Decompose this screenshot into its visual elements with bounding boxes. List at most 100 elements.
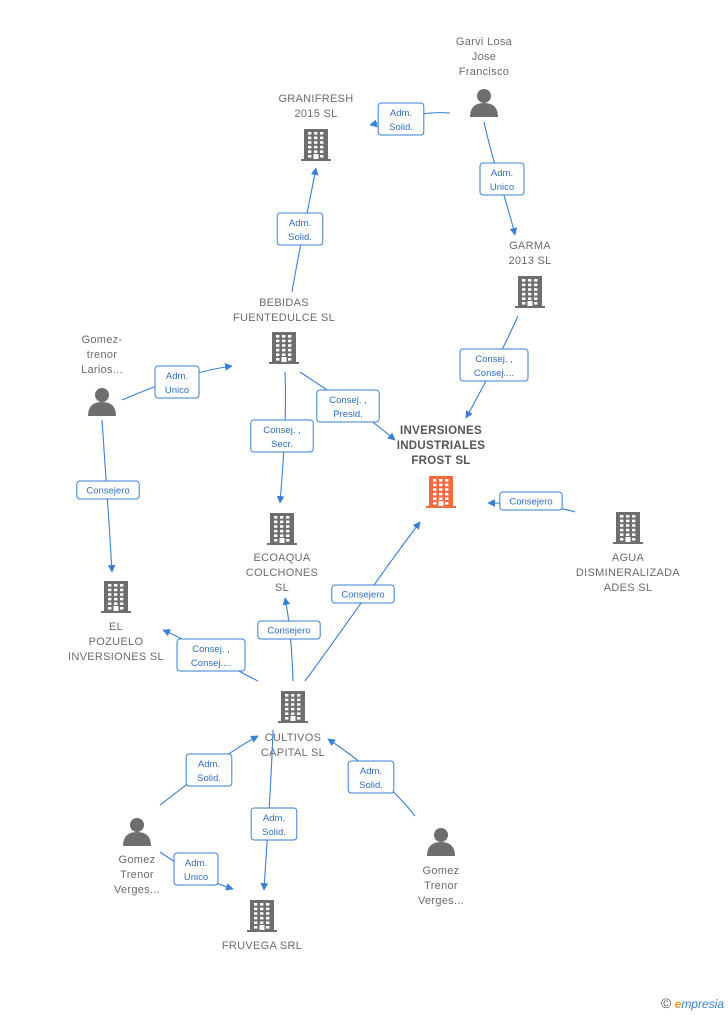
node-label-line: GRANIFRESH (278, 93, 353, 105)
edge-role-text: Solid. (197, 773, 221, 784)
node-label-line: CAPITAL SL (261, 747, 325, 759)
edge-role-label[interactable]: Adm. Solid. (377, 102, 425, 136)
edge-role-text: Presid. (333, 409, 363, 420)
node-label-line: Gomez (119, 854, 156, 866)
building-icon (426, 476, 456, 508)
company-node-ecoaqua[interactable]: ECOAQUA COLCHONES SL (246, 513, 318, 594)
node-label-line: EL (109, 621, 123, 633)
company-node-pozuelo[interactable]: EL POZUELO INVERSIONES SL (68, 581, 164, 663)
node-label-line: FRUVEGA SRL (222, 940, 302, 952)
edge-role-label[interactable]: Adm.Solid. (250, 807, 298, 841)
person-node-gomez_larios[interactable]: Gomez-trenorLarios... (81, 334, 123, 416)
edge-role-text: Unico (490, 182, 514, 193)
edge-role-label[interactable]: Consejero (76, 480, 140, 500)
edge-role-text: Consejero (509, 497, 552, 508)
edge-role-label[interactable]: Adm. Unico (154, 365, 200, 399)
building-icon (613, 512, 643, 544)
building-icon (515, 276, 545, 308)
node-label-line: Jose (472, 51, 496, 63)
node-label-line: Francisco (459, 66, 509, 78)
node-label-line: ADES SL (604, 582, 653, 594)
node-label-line: FROST SL (411, 455, 470, 467)
node-label-line: 2015 SL (294, 108, 337, 120)
company-node-granifresh[interactable]: GRANIFRESH 2015 SL (278, 93, 353, 161)
node-label-line: Gomez- (82, 334, 123, 346)
edge-role-text: Consejero (341, 590, 384, 601)
edge-role-label[interactable]: Consej. , Consej.... (459, 348, 529, 382)
edge-role-text: Consej.... (474, 368, 514, 379)
building-icon (247, 900, 277, 932)
edge-role-text: Adm. (390, 108, 412, 119)
edge-role-text: Solid. (288, 232, 312, 243)
building-icon (267, 513, 297, 545)
edge-role-text: Adm. (360, 766, 382, 777)
edge-role-text: Secr. (271, 439, 293, 450)
edge-role-text: Solid. (359, 780, 383, 791)
person-icon (427, 828, 455, 856)
building-icon (101, 581, 131, 613)
node-label-line: INDUSTRIALES (397, 440, 486, 452)
node-label-line: Larios... (81, 364, 123, 376)
edge-role-text: Unico (184, 872, 208, 883)
node-label-line: Gomez (423, 865, 460, 877)
edge-role-label[interactable]: Adm. Solid. (347, 760, 395, 794)
node-label-line: SL (275, 582, 289, 594)
node-label-line: Verges... (418, 895, 464, 907)
node-label-line: 2013 SL (508, 255, 551, 267)
edge-role-text: Consej. , (475, 354, 513, 365)
edge-role-text: Solid. (389, 122, 413, 133)
edge-role-label[interactable]: Consejero (331, 584, 395, 604)
node-label-line: POZUELO (89, 636, 144, 648)
edge-role-text: Adm. (185, 858, 207, 869)
node-label-line: FUENTEDULCE SL (233, 312, 335, 324)
node-label-line: INVERSIONES (400, 425, 482, 437)
node-label-line: trenor (87, 349, 118, 361)
node-label-line: Trenor (120, 869, 154, 881)
edge-role-text: Consej.... (191, 658, 231, 669)
node-label-line: GARMA (509, 240, 551, 252)
node-label-line: CULTIVOS (265, 732, 322, 744)
node-label-line: Verges... (114, 884, 160, 896)
edge-role-label[interactable]: Adm. Solid. (276, 212, 324, 246)
company-node-fruvega[interactable]: FRUVEGA SRL (222, 900, 302, 952)
edge-role-label[interactable]: Consej. , Secr. (250, 419, 314, 453)
edge-role-text: Solid. (262, 827, 286, 838)
edge-role-text: Consejero (267, 626, 310, 637)
edge-role-text: Adm. (198, 759, 220, 770)
edge-role-text: Adm. (166, 371, 188, 382)
node-label-line: INVERSIONES SL (68, 651, 164, 663)
edge-role-label[interactable]: Adm. Solid. (185, 753, 233, 787)
edge-role-text: Consej. , (329, 395, 367, 406)
node-label-line: AGUA (612, 552, 645, 564)
edge-role-text: Unico (165, 385, 189, 396)
building-icon (278, 691, 308, 723)
edge-role-label[interactable]: Consej. ,Consej.... (176, 638, 246, 672)
company-node-garma[interactable]: GARMA 2013 SL (508, 240, 551, 308)
person-node-gomez_verges2[interactable]: GomezTrenorVerges... (418, 828, 464, 907)
company-node-bebidas[interactable]: BEBIDAS FUENTEDULCE SL (233, 297, 335, 364)
node-label-line: Trenor (424, 880, 458, 892)
edge-role-text: Consej. , (263, 425, 301, 436)
node-label-line: ECOAQUA (253, 552, 310, 564)
edge-role-text: Adm. (491, 168, 513, 179)
empresia-logo: empresia (674, 997, 724, 1011)
building-icon (301, 129, 331, 161)
edge-role-label[interactable]: Consejero (257, 620, 321, 640)
copyright-symbol: © (660, 995, 672, 1011)
person-node-gomez_verges1[interactable]: GomezTrenorVerges... (114, 818, 160, 896)
edge-role-label[interactable]: Adm. Unico (173, 852, 219, 886)
edge-role-label[interactable]: Adm. Unico (479, 162, 525, 196)
edge-role-text: Adm. (289, 218, 311, 229)
company-node-cultivos[interactable]: CULTIVOS CAPITAL SL (261, 691, 325, 759)
node-label-line: COLCHONES (246, 567, 318, 579)
edge-role-label[interactable]: Consej. , Presid. (316, 389, 380, 423)
person-icon (470, 89, 498, 117)
edge-role-label[interactable]: Consejero (499, 491, 563, 511)
node-label-line: BEBIDAS (259, 297, 309, 309)
company-node-inversiones[interactable]: INVERSIONES INDUSTRIALES FROST SL (397, 425, 486, 508)
edge-role-text: Consejero (86, 486, 129, 497)
